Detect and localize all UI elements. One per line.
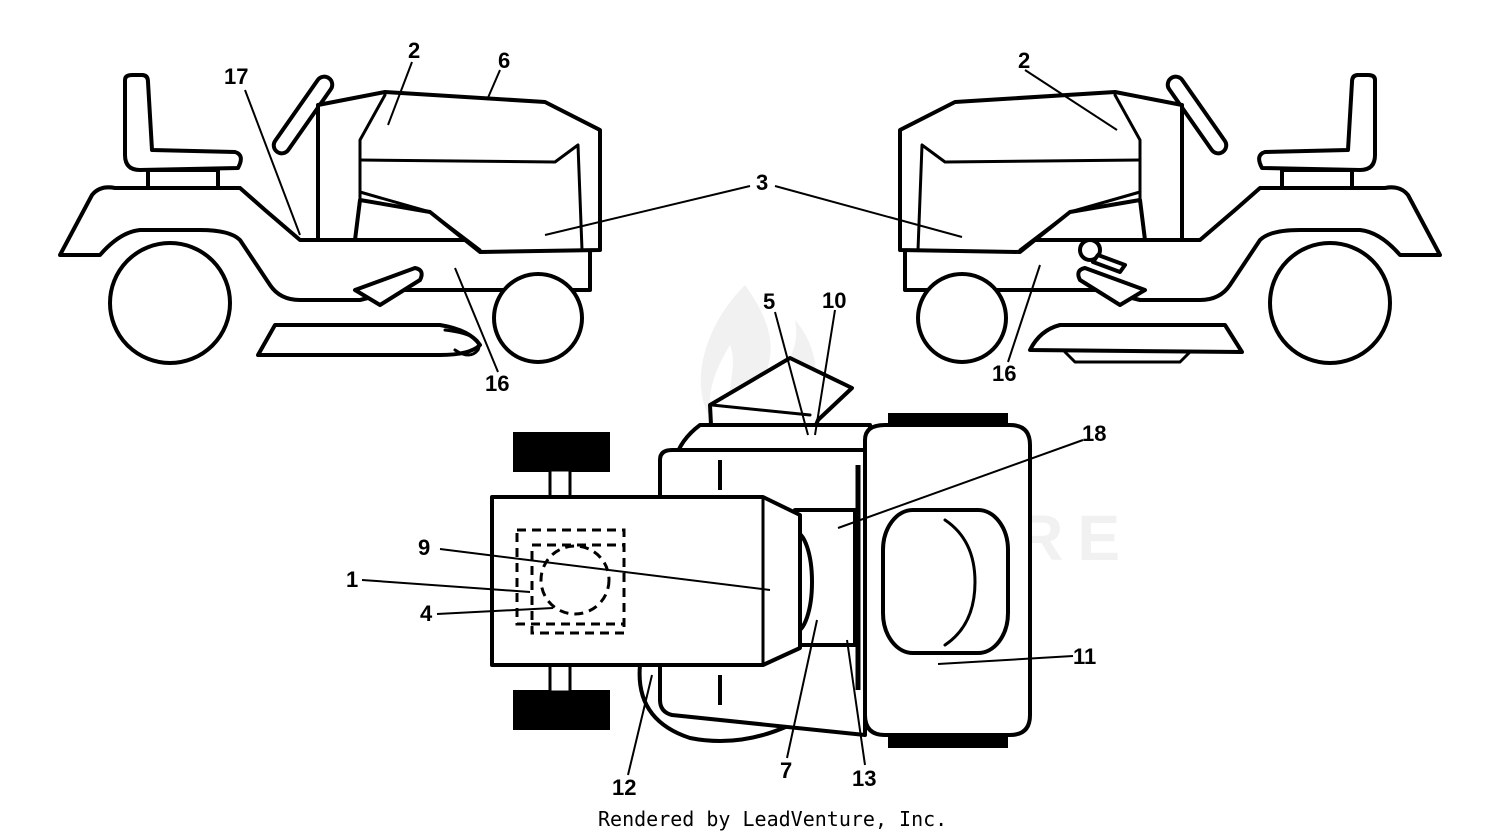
callout-10: 10 [822,288,846,313]
callout-16-left: 16 [485,371,509,396]
tractor-top-view [490,356,1032,748]
callout-16-right: 16 [992,361,1016,386]
callout-5: 5 [763,289,775,314]
callout-2-left: 2 [408,38,420,63]
callout-17: 17 [224,64,248,89]
callout-9: 9 [418,535,430,560]
callout-18: 18 [1082,421,1106,446]
callout-3: 3 [756,170,768,195]
callout-1: 1 [346,567,358,592]
callout-11: 11 [1073,644,1096,669]
callout-4: 4 [420,601,433,626]
tractor-right-side-view [898,73,1442,365]
leader-lines [244,61,1118,776]
callout-7: 7 [780,758,792,783]
callout-6: 6 [498,48,510,73]
credit-text: Rendered by LeadVenture, Inc. [598,807,947,831]
callout-2-right: 2 [1018,48,1030,73]
callout-12: 12 [612,775,636,800]
tractor-left-side-view [58,73,602,365]
callout-13: 13 [852,766,876,791]
callouts: 17 2 6 2 3 16 16 5 10 18 9 1 4 11 12 7 1… [224,38,1106,800]
